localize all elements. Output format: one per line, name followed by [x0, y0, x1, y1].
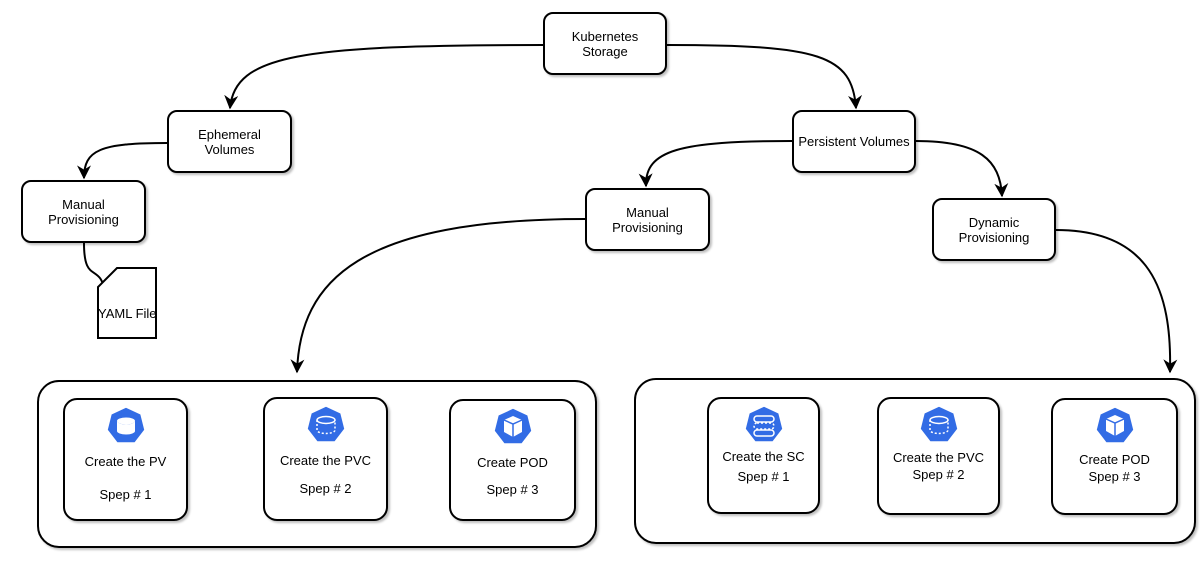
edge-root-ephemeral — [224, 44, 544, 110]
edge-ephemeral-manual — [77, 142, 168, 180]
step-number: Spep # 1 — [99, 487, 152, 502]
step-create-pod[interactable]: Create POD Spep # 3 — [449, 399, 576, 521]
step-create-pvc[interactable]: Create the PVC Spep # 2 — [263, 397, 388, 521]
node-label: Manual Provisioning — [612, 204, 683, 235]
node-label: Persistent Volumes — [798, 134, 910, 149]
step-title: Create POD — [1079, 452, 1150, 467]
edge-root-persistent — [666, 44, 863, 110]
step-title: Create the PVC — [892, 450, 985, 465]
step-number: Spep # 2 — [912, 467, 965, 482]
step-create-sc[interactable]: Create the SC Spep # 1 — [707, 397, 820, 514]
node-ephemeral-volumes[interactable]: Ephemeral Volumes — [167, 110, 292, 173]
node-label: Manual Provisioning — [48, 196, 119, 227]
pv-icon — [105, 406, 146, 444]
step-create-pod-dynamic[interactable]: Create POD Spep # 3 — [1051, 398, 1178, 515]
sc-icon — [743, 405, 784, 443]
node-label: Ephemeral Volumes — [198, 126, 261, 157]
pod-icon — [492, 407, 533, 445]
step-create-pvc-dynamic[interactable]: Create the PVC Spep # 2 — [877, 397, 1000, 515]
step-title: Create POD — [477, 455, 548, 470]
pvc-icon — [918, 405, 959, 443]
node-dynamic-provisioning[interactable]: Dynamic Provisioning — [932, 198, 1056, 261]
pvc-icon — [305, 405, 346, 443]
step-title: Create the SC — [722, 449, 805, 464]
step-number: Spep # 2 — [299, 481, 352, 496]
yaml-file-label: YAML File — [98, 306, 157, 321]
step-number: Spep # 3 — [486, 482, 539, 497]
step-number: Spep # 1 — [737, 469, 790, 484]
node-label: Dynamic Provisioning — [958, 214, 1030, 245]
edge-dynamic-group — [1055, 229, 1178, 374]
pod-icon — [1094, 406, 1135, 444]
node-persistent-manual-provisioning[interactable]: Manual Provisioning — [585, 188, 710, 251]
node-ephemeral-manual-provisioning[interactable]: Manual Provisioning — [21, 180, 146, 243]
edge-pvmanual-group — [290, 218, 586, 374]
step-title: Create the PVC — [279, 453, 372, 468]
edge-persistent-dynamic — [915, 140, 1009, 198]
step-title: Create the PV — [84, 454, 167, 469]
yaml-file-icon[interactable] — [95, 266, 159, 340]
node-kubernetes-storage[interactable]: Kubernetes Storage — [543, 12, 667, 75]
node-persistent-volumes[interactable]: Persistent Volumes — [792, 110, 916, 173]
edge-persistent-manual — [638, 140, 793, 188]
node-label: Kubernetes Storage — [571, 28, 639, 59]
step-number: Spep # 3 — [1088, 469, 1141, 484]
step-create-pv[interactable]: Create the PV Spep # 1 — [63, 398, 188, 521]
